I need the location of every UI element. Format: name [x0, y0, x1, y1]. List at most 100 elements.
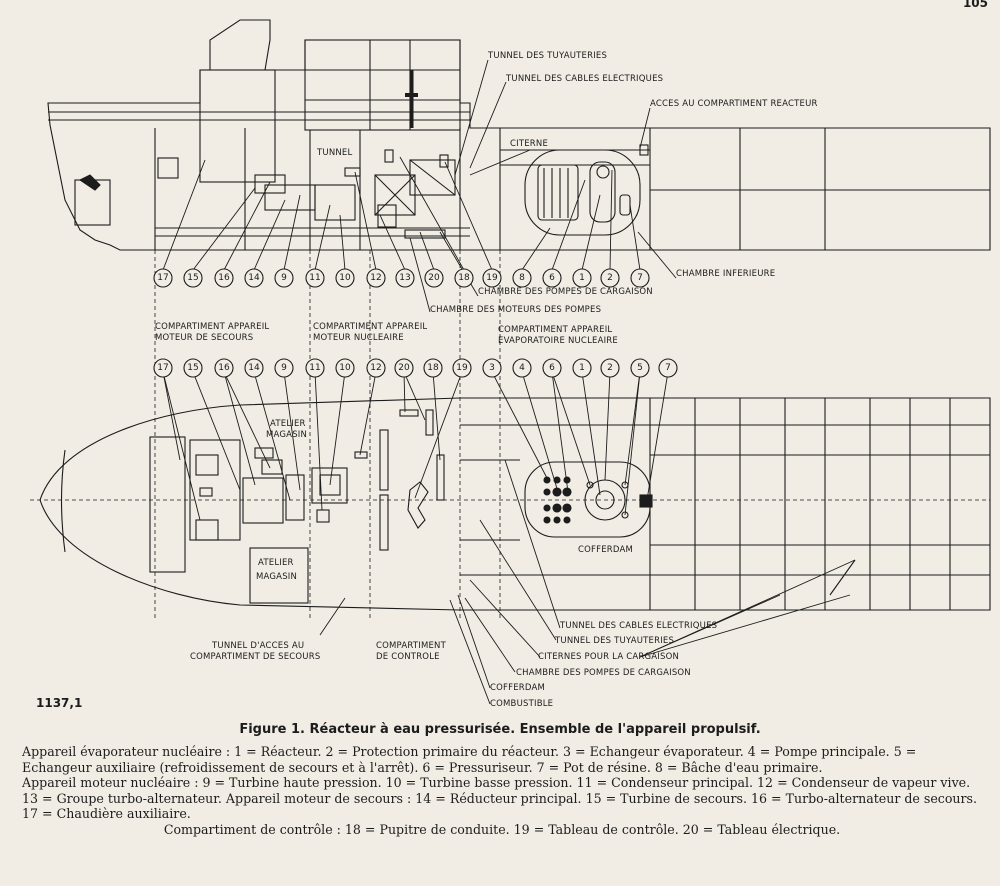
label-cofferdam-bottom: COFFERDAM [490, 683, 545, 693]
label-acces-reacteur: ACCES AU COMPARTIMENT REACTEUR [650, 99, 818, 109]
top-callout-number-2: 2 [607, 273, 613, 283]
bottom-callout-number-3: 3 [489, 363, 495, 373]
top-callout-number-14: 14 [248, 273, 260, 283]
bottom-callout-circle-3 [482, 358, 502, 378]
legend-moteur: Appareil moteur nucléaire : 9 = Turbine … [22, 775, 978, 821]
legend-controle: Compartiment de contrôle : 18 = Pupitre … [163, 821, 841, 837]
top-callout-number-15: 15 [187, 273, 198, 283]
top-callout-number-6: 6 [549, 273, 555, 283]
label-citernes-cargaison: CITERNES POUR LA CARGAISON [538, 652, 679, 662]
bottom-callout-number-2: 2 [607, 363, 613, 373]
bottom-callout-number-10: 10 [339, 363, 351, 373]
top-callout-circle-11 [305, 268, 325, 288]
bottom-callout-circle-1 [572, 358, 592, 378]
top-callout-circle-1 [572, 268, 592, 288]
label-tunnel-acces-a: TUNNEL D'ACCES AU [211, 641, 304, 651]
top-callout-circle-18 [454, 268, 474, 288]
label-chambre-pompes-cargaison: CHAMBRE DES POMPES DE CARGAISON [478, 287, 653, 297]
bottom-callout-circle-7 [658, 358, 678, 378]
bottom-callout-circle-10 [335, 358, 355, 378]
bottom-callout-number-12: 12 [370, 363, 381, 373]
bottom-callout-number-7: 7 [665, 363, 671, 373]
top-callout-circle-7 [630, 268, 650, 288]
top-callout-number-9: 9 [281, 273, 287, 283]
side-elevation [47, 19, 991, 251]
bottom-callout-circle-12 [366, 358, 386, 378]
bottom-callout-number-20: 20 [398, 363, 410, 373]
bottom-callout-circle-5 [630, 358, 650, 378]
label-chambre-moteurs-pompes: CHAMBRE DES MOTEURS DES POMPES [430, 305, 601, 315]
bottom-callout-circle-14 [244, 358, 264, 378]
figure-caption-title: Figure 1. Réacteur à eau pressurisée. En… [239, 722, 761, 737]
label-atelier: ATELIER [258, 558, 294, 568]
bottom-callout-number-9: 9 [281, 363, 287, 373]
bottom-callout-leaders [162, 371, 856, 705]
top-callout-number-18: 18 [458, 273, 470, 283]
reactor-containment [524, 149, 641, 236]
label-chambre-pompes-cargaison-bottom: CHAMBRE DES POMPES DE CARGAISON [516, 668, 691, 678]
bottom-callout-number-11: 11 [309, 363, 320, 373]
top-callout-leaders [162, 59, 677, 313]
label-magasin-small: MAGASIN [266, 430, 307, 440]
bottom-callout-number-14: 14 [248, 363, 260, 373]
turbine-block [314, 184, 356, 221]
reactor-vessel [589, 161, 616, 223]
condenser-block [311, 467, 348, 504]
label-tunnel-tuyauteries-bottom: TUNNEL DES TUYAUTERIES [554, 636, 674, 646]
label-comp-controle-a: COMPARTIMENT [376, 641, 447, 651]
top-callout-circle-16 [214, 268, 234, 288]
top-callout-number-8: 8 [519, 273, 525, 283]
top-callout-circle-2 [600, 268, 620, 288]
figure-id: 1137,1 [36, 696, 83, 710]
label-tunnel: TUNNEL [316, 148, 353, 158]
top-callout-number-16: 16 [218, 273, 230, 283]
top-callout-number-20: 20 [428, 273, 440, 283]
bottom-callout-circle-15 [183, 358, 203, 378]
plan-hull-outline [39, 397, 991, 611]
top-callout-number-10: 10 [339, 273, 351, 283]
bottom-callout-circle-9 [274, 358, 294, 378]
superstructure-mid [304, 39, 461, 131]
label-tunnel-cables: TUNNEL DES CABLES ELECTRIQUES [505, 74, 663, 84]
top-callout-circle-19 [482, 268, 502, 288]
bottom-callout-number-6: 6 [549, 363, 555, 373]
bottom-callout-number-19: 19 [456, 363, 468, 373]
aux-boiler-box [157, 157, 179, 179]
bottom-callout-circle-20 [394, 358, 414, 378]
propulsion-system-diagram: TUNNEL DES TUYAUTERIES TUNNEL DES CABLES… [30, 19, 991, 709]
bottom-callout-number-17: 17 [157, 363, 168, 373]
label-comp-nucleaire-b: MOTEUR NUCLEAIRE [313, 333, 404, 343]
bottom-callout-circle-11 [305, 358, 325, 378]
top-callout-circle-12 [366, 268, 386, 288]
label-chambre-inferieure: CHAMBRE INFERIEURE [676, 269, 775, 279]
label-comp-controle-b: DE CONTROLE [376, 652, 440, 662]
top-callout-circle-8 [512, 268, 532, 288]
bottom-callout-number-4: 4 [519, 363, 525, 373]
bottom-callout-circle-4 [512, 358, 532, 378]
bottom-callout-number-16: 16 [218, 363, 230, 373]
bottom-callout-number-1: 1 [579, 363, 585, 373]
top-callout-circle-10 [335, 268, 355, 288]
label-comp-evap-b: EVAPORATOIRE NUCLEAIRE [498, 336, 618, 346]
bottom-callout-circle-6 [542, 358, 562, 378]
plan-view [39, 397, 991, 611]
label-combustible: COMBUSTIBLE [490, 699, 553, 709]
atelier-magasin-box [249, 547, 309, 604]
label-tunnel-acces-b: COMPARTIMENT DE SECOURS [190, 652, 320, 662]
bottom-callout-circle-2 [600, 358, 620, 378]
label-tunnel-cables-bottom: TUNNEL DES CABLES ELECTRIQUES [559, 621, 717, 631]
legend-evaporateur: Appareil évaporateur nucléaire : 1 = Réa… [22, 744, 917, 775]
top-callout-number-17: 17 [157, 273, 168, 283]
bottom-callout-circle-16 [214, 358, 234, 378]
top-callout-circle-14 [244, 268, 264, 288]
bottom-callout-circle-17 [153, 358, 173, 378]
aux-room-left [149, 436, 186, 573]
top-callout-circle-6 [542, 268, 562, 288]
label-comp-evap-a: COMPARTIMENT APPAREIL [498, 325, 612, 335]
label-tunnel-tuyauteries: TUNNEL DES TUYAUTERIES [487, 51, 607, 61]
figure-legend: Appareil évaporateur nucléaire : 1 = Réa… [22, 744, 982, 837]
top-callout-circle-17 [153, 268, 173, 288]
